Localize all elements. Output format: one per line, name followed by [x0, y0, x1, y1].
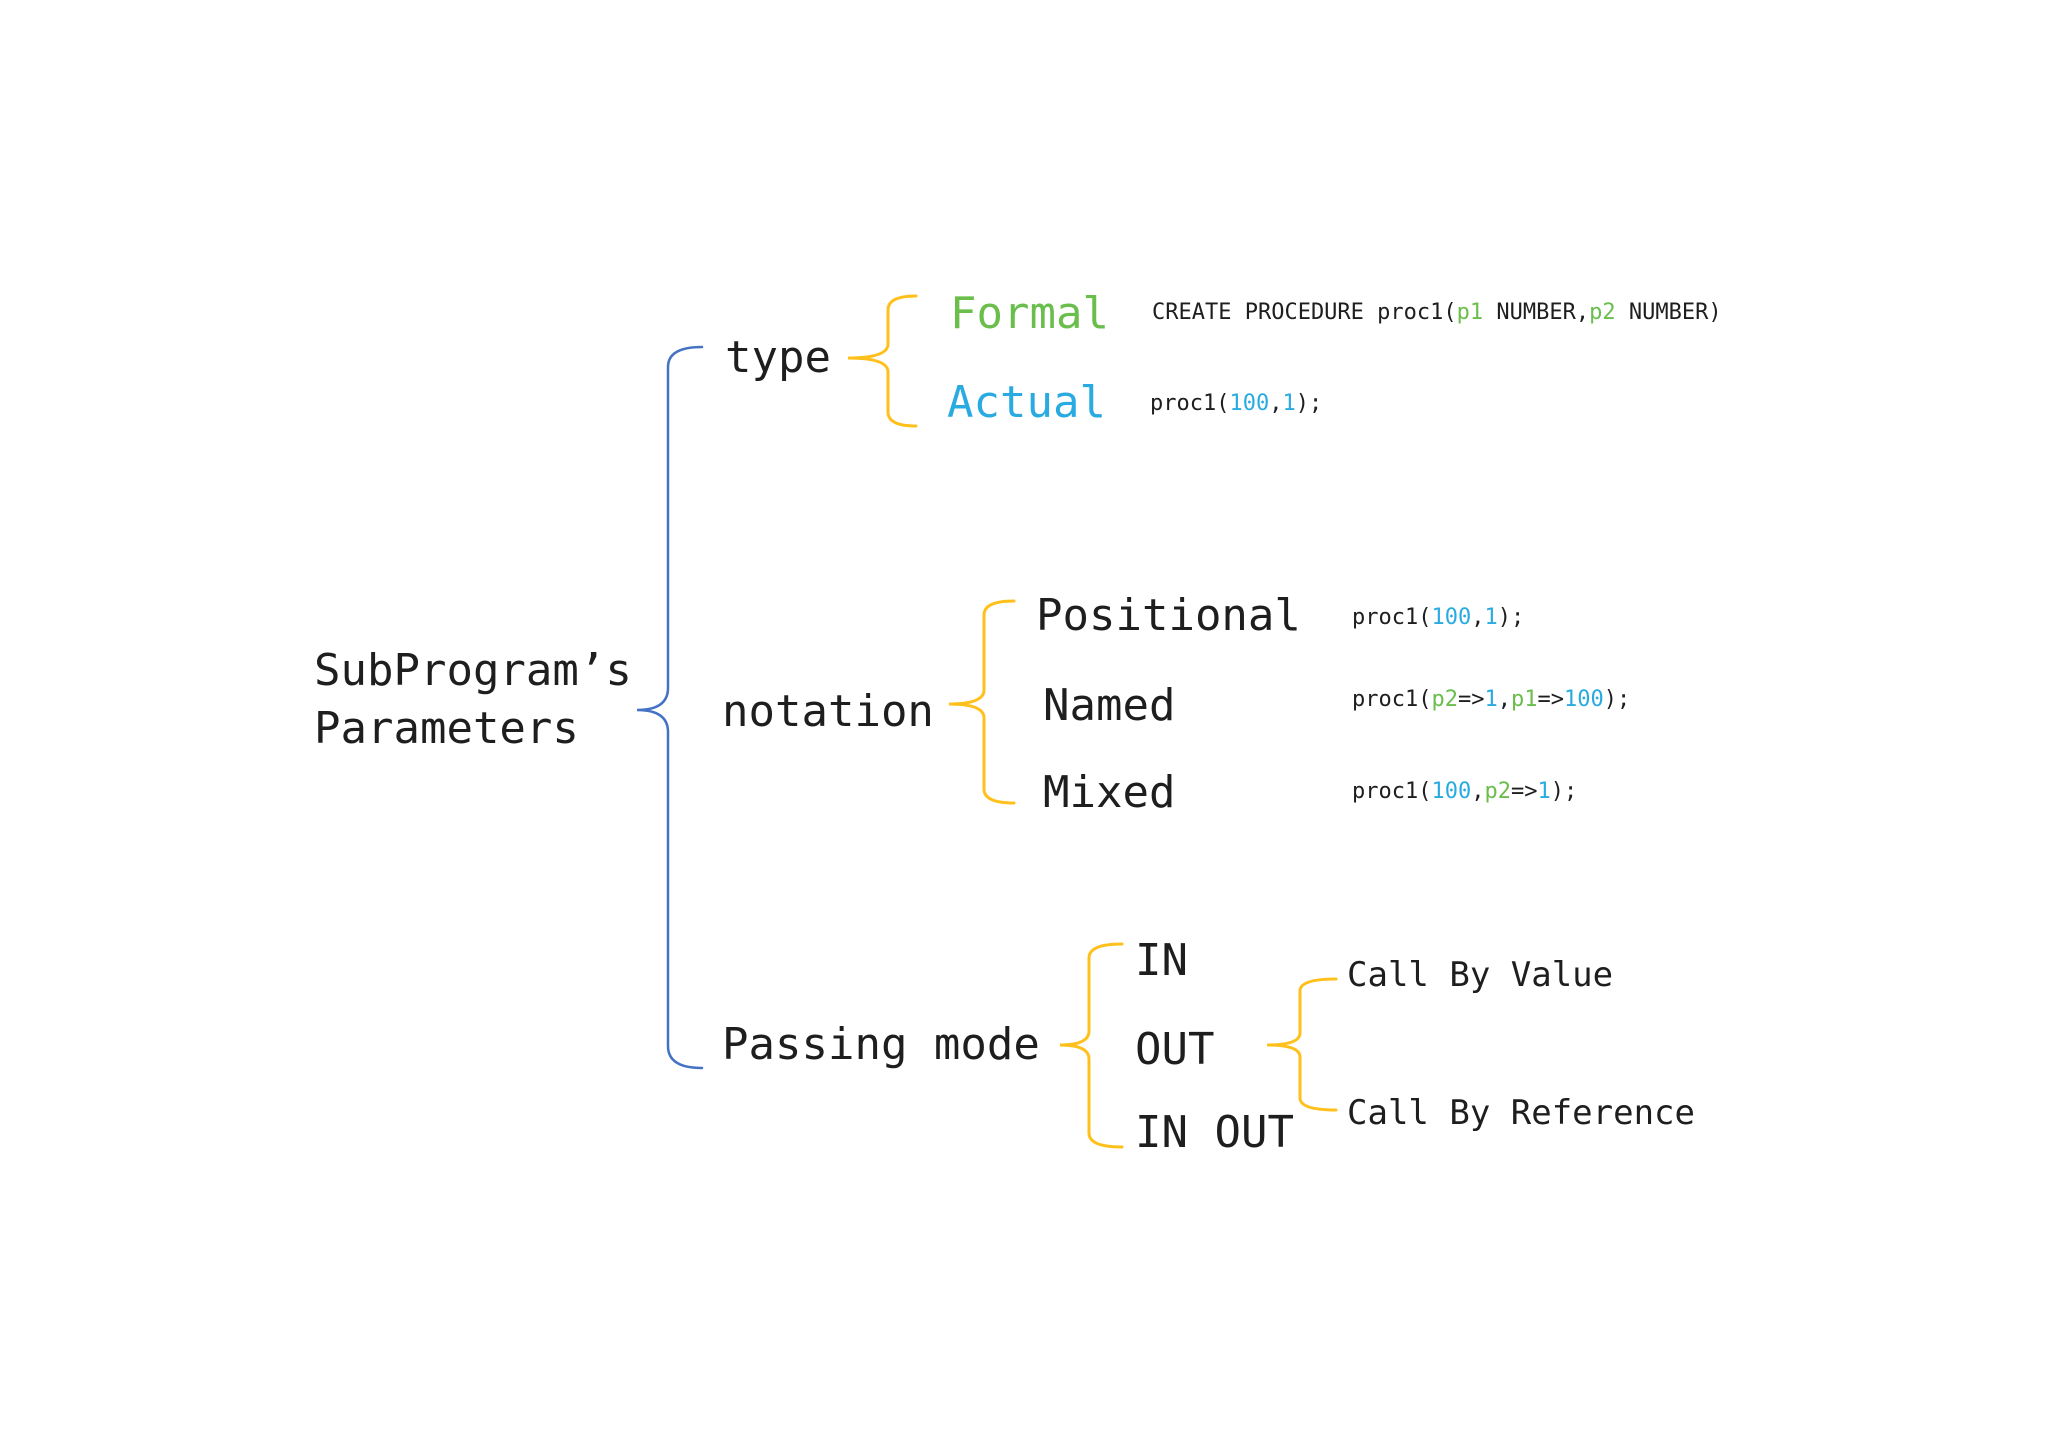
code-mixed-call: proc1(100,p2=>1); — [1352, 779, 1578, 804]
node-out-label: OUT — [1135, 1024, 1215, 1075]
code-named-call: proc1(p2=>1,p1=>100); — [1352, 687, 1631, 712]
passing-mode-brace — [1059, 942, 1124, 1149]
node-formal-label: Formal — [950, 288, 1109, 339]
node-call-by-reference-label: Call By Reference — [1347, 1093, 1695, 1133]
out-brace — [1266, 977, 1338, 1112]
code-actual-call: proc1(100,1); — [1150, 391, 1323, 416]
type-brace — [847, 294, 918, 428]
node-actual-label: Actual — [947, 377, 1106, 428]
branch-type-label: type — [725, 332, 831, 383]
node-call-by-value-label: Call By Value — [1347, 955, 1614, 995]
node-in-label: IN — [1135, 935, 1188, 986]
node-mixed-label: Mixed — [1043, 767, 1176, 818]
branch-passing-mode-label: Passing mode — [722, 1019, 1040, 1070]
code-positional-call: proc1(100,1); — [1352, 605, 1525, 630]
root-brace — [636, 345, 704, 1070]
root-title-line2: Parameters — [314, 703, 579, 754]
node-named-label: Named — [1043, 680, 1176, 731]
root-title-line1: SubProgram’s — [314, 645, 632, 696]
node-positional-label: Positional — [1036, 590, 1301, 641]
code-formal-declaration: CREATE PROCEDURE proc1(p1 NUMBER,p2 NUMB… — [1152, 300, 1722, 325]
branch-notation-label: notation — [722, 686, 934, 737]
notation-brace — [948, 599, 1016, 805]
node-in-out-label: IN OUT — [1135, 1107, 1294, 1158]
